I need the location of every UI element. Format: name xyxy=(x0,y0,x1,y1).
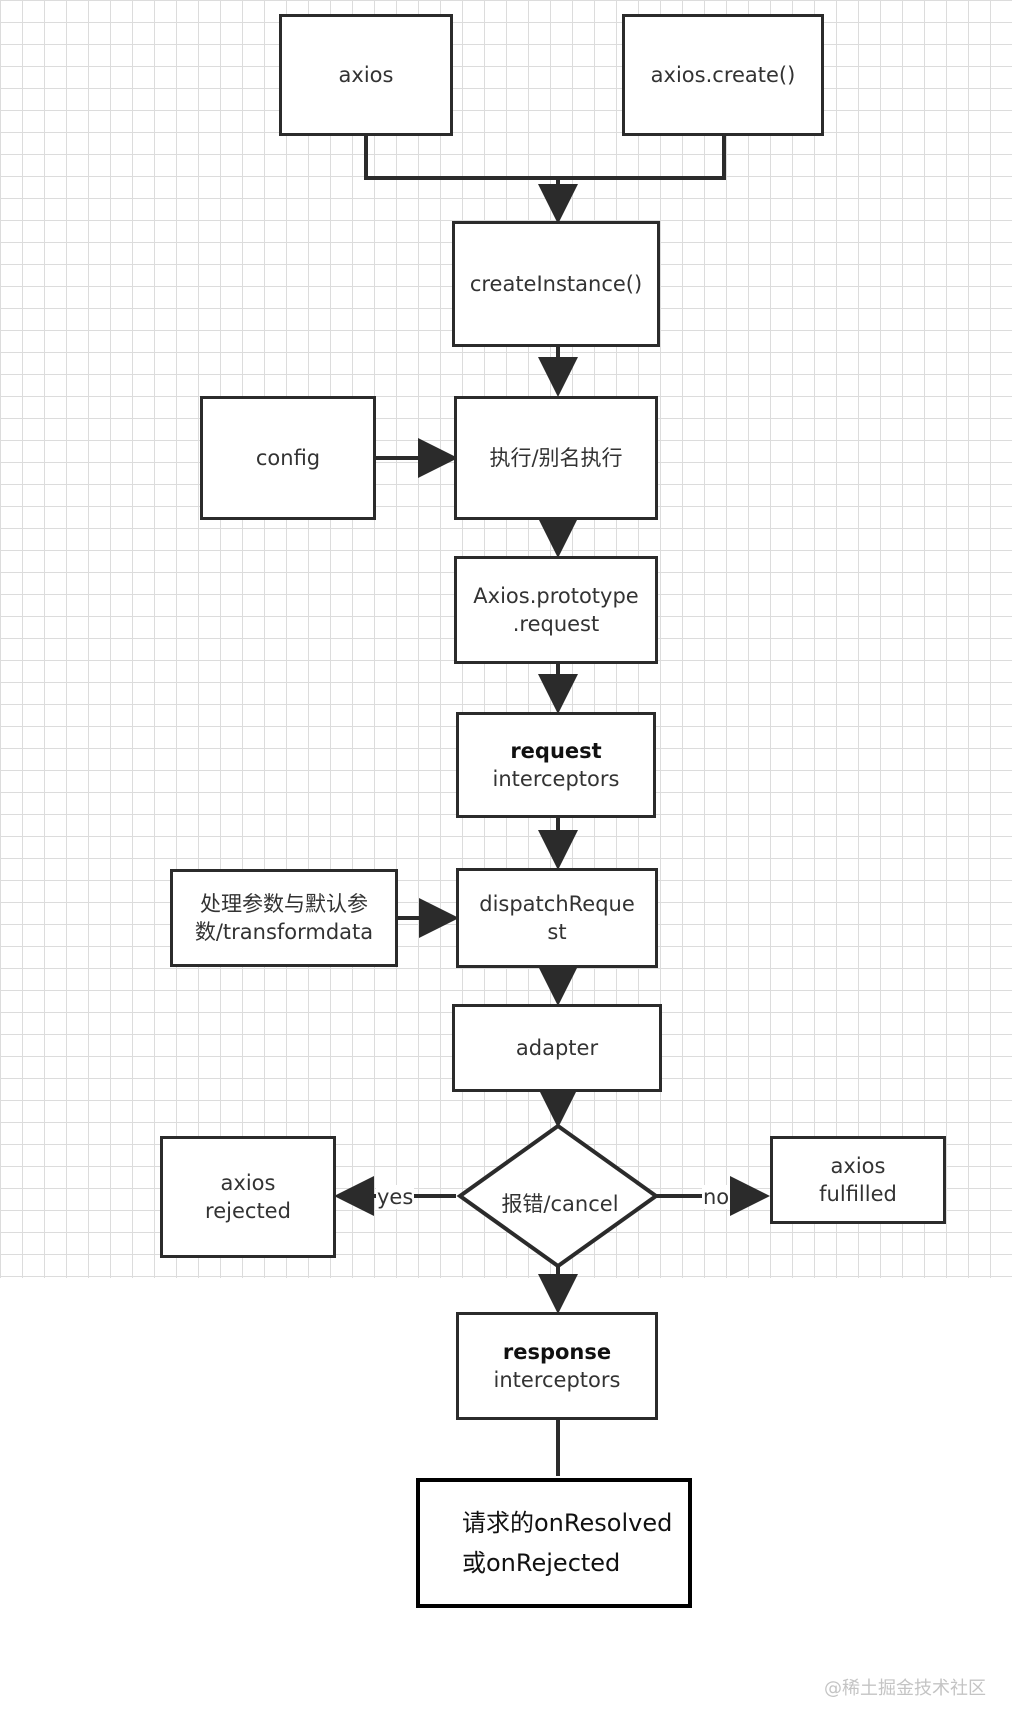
node-axios-create-label: axios.create() xyxy=(650,63,796,87)
node-prototype-request: Axios.prototype .request xyxy=(454,556,658,664)
watermark: @稀土掘金技术社区 xyxy=(824,1678,986,1699)
node-response-interceptors-line1: response xyxy=(502,1340,612,1364)
node-rejected: axios rejected xyxy=(160,1136,336,1258)
node-request-interceptors-line1: request xyxy=(510,739,602,763)
node-execute-label: 执行/别名执行 xyxy=(489,446,623,470)
node-axios: axios xyxy=(279,14,453,136)
node-final-line1: 请求的onResolved xyxy=(462,1509,673,1537)
decision-diamond xyxy=(456,1123,660,1269)
node-process-params-line1: 处理参数与默认参 xyxy=(200,892,368,916)
node-request-interceptors: request interceptors xyxy=(456,712,656,818)
node-final: 请求的onResolved 或onRejected xyxy=(416,1478,692,1608)
node-response-interceptors: response interceptors xyxy=(456,1312,658,1420)
node-create-instance-label: createInstance() xyxy=(469,272,643,296)
node-config: config xyxy=(200,396,376,520)
node-process-params: 处理参数与默认参 数/transformdata xyxy=(170,869,398,967)
node-rejected-line1: axios xyxy=(220,1171,276,1195)
node-prototype-request-line2: .request xyxy=(512,612,600,636)
node-dispatch-request-line1: dispatchReque xyxy=(479,892,635,916)
decision-label: 报错/cancel xyxy=(501,1192,619,1216)
edge-label-no: no xyxy=(702,1185,731,1209)
node-request-interceptors-line2: interceptors xyxy=(492,767,620,791)
edge-label-yes: yes xyxy=(376,1185,415,1209)
node-create-instance: createInstance() xyxy=(452,221,660,347)
node-fulfilled-line2: fulfilled xyxy=(819,1182,897,1206)
edge-axios-merge xyxy=(364,136,558,180)
node-prototype-request-line1: Axios.prototype xyxy=(473,584,639,608)
node-dispatch-request: dispatchReque st xyxy=(456,868,658,968)
node-dispatch-request-line2: st xyxy=(547,920,567,944)
node-rejected-line2: rejected xyxy=(205,1199,291,1223)
node-final-line2: 或onRejected xyxy=(462,1549,621,1577)
node-config-label: config xyxy=(255,446,321,470)
node-axios-label: axios xyxy=(338,63,394,87)
node-fulfilled-line1: axios xyxy=(830,1154,886,1178)
node-response-interceptors-line2: interceptors xyxy=(493,1368,621,1392)
node-execute: 执行/别名执行 xyxy=(454,396,658,520)
node-fulfilled: axios fulfilled xyxy=(770,1136,946,1224)
edge-axios-create-merge xyxy=(558,136,726,180)
node-process-params-line2: 数/transformdata xyxy=(194,920,374,944)
node-adapter-label: adapter xyxy=(515,1036,599,1060)
node-axios-create: axios.create() xyxy=(622,14,824,136)
node-adapter: adapter xyxy=(452,1004,662,1092)
